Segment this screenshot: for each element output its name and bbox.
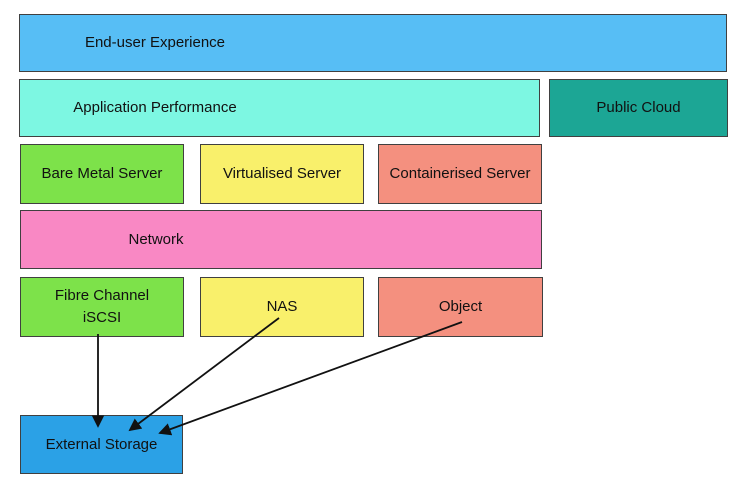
box-object: Object	[378, 277, 543, 337]
box-external-storage: External Storage	[20, 415, 183, 474]
box-fibre-channel-iscsi: Fibre Channel iSCSI	[20, 277, 184, 337]
box-label: External Storage	[45, 435, 158, 453]
box-network: Network	[20, 210, 542, 269]
box-application-performance: Application Performance	[19, 79, 540, 137]
box-public-cloud: Public Cloud	[549, 79, 728, 137]
box-label: NAS	[266, 298, 298, 316]
box-label: Bare Metal Server	[41, 165, 163, 183]
box-bare-metal-server: Bare Metal Server	[20, 144, 184, 204]
box-label-line2: iSCSI	[82, 309, 122, 326]
box-end-user-experience: End-user Experience	[19, 14, 727, 72]
box-label: End-user Experience	[84, 34, 226, 52]
box-label: Fibre Channel iSCSI	[55, 285, 149, 329]
box-containerised-server: Containerised Server	[378, 144, 542, 204]
box-label: Network	[128, 230, 184, 248]
box-label: Application Performance	[73, 99, 237, 117]
box-nas: NAS	[200, 277, 364, 337]
box-label: Object	[438, 298, 483, 316]
box-label: Public Cloud	[596, 99, 681, 117]
box-label: Virtualised Server	[222, 165, 342, 183]
box-label: Containerised Server	[389, 165, 531, 183]
box-virtualised-server: Virtualised Server	[200, 144, 364, 204]
arrow-object-to-external-storage	[158, 321, 463, 436]
box-label-line1: Fibre Channel	[54, 287, 150, 305]
